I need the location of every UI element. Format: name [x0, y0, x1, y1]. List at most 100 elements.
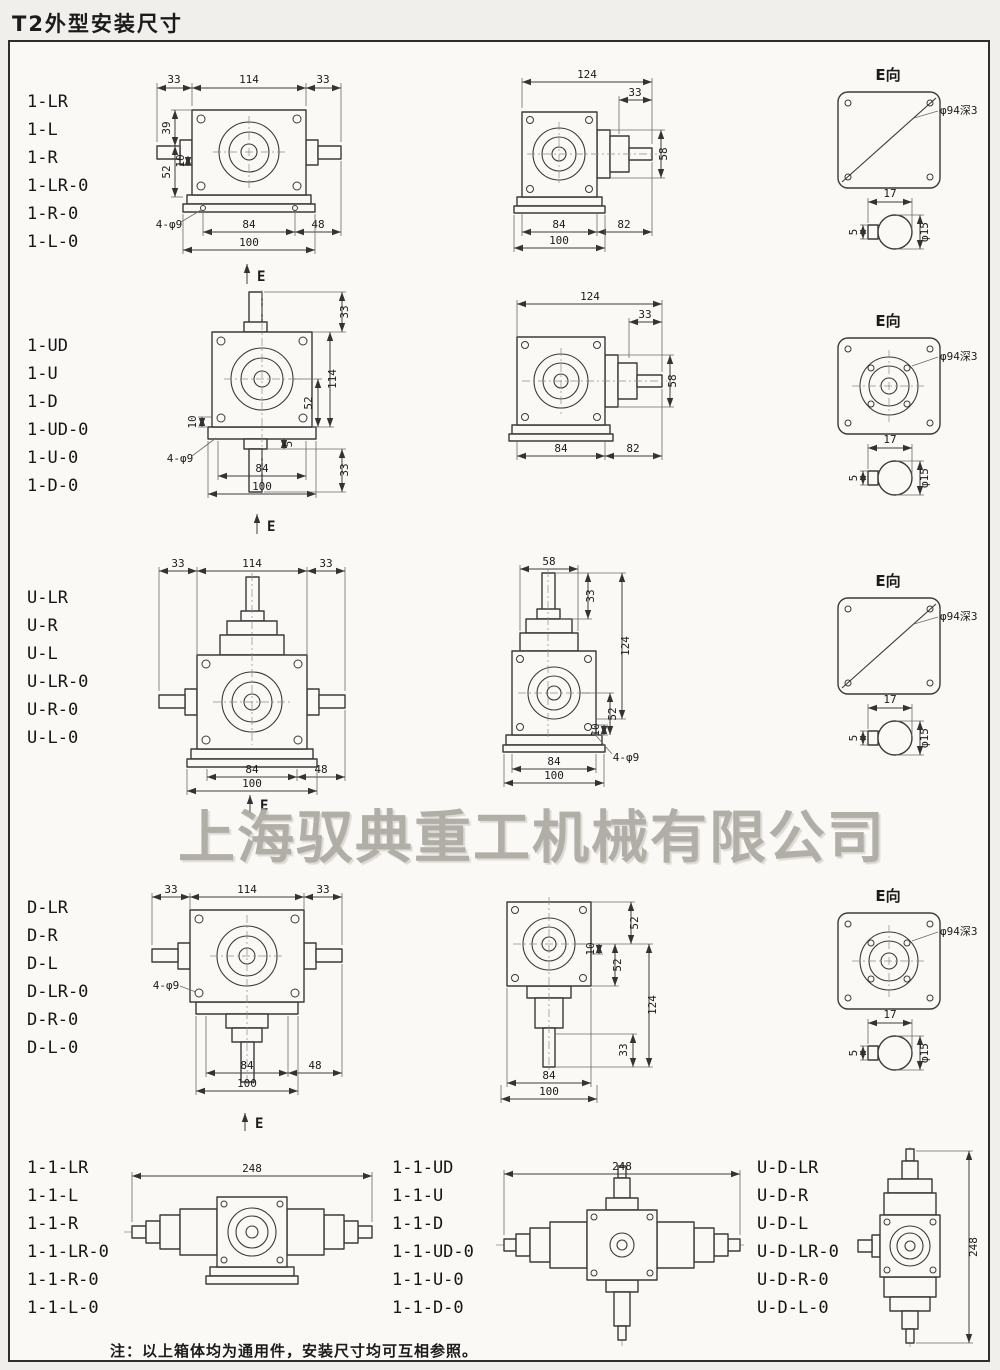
hole-callout: φ94深3	[913, 610, 978, 625]
hole-callout: φ94深3	[911, 350, 978, 367]
dim-label: 52	[160, 165, 173, 178]
dim-label: φ15	[918, 1043, 931, 1063]
row3-e-view-drawing: E向 φ94深3 17 5 φ15	[837, 572, 978, 756]
model-label: 1-R-0	[27, 204, 79, 224]
row5-group3-labels: U-D-LR U-D-R U-D-L U-D-LR-0 U-D-R-0 U-D-…	[757, 1154, 839, 1322]
model-label: U-R-0	[27, 700, 79, 720]
dim-lines: 124 33 58 84 82 100	[513, 68, 670, 252]
e-direction-arrow: E	[243, 264, 265, 285]
mounting-face	[837, 597, 941, 695]
row5-double-vertical-drawing: 248	[857, 1147, 980, 1347]
dim-lines-bottom: 84 100	[207, 441, 317, 498]
dim-label: 84	[547, 755, 561, 768]
e-view-title: E向	[875, 572, 900, 590]
gearbox-body	[513, 111, 657, 214]
gearbox-body	[857, 1147, 941, 1347]
row2-model-labels: 1-UD 1-U 1-D 1-UD-0 1-U-0 1-D-0	[27, 332, 88, 500]
model-label: 1-1-UD	[392, 1158, 454, 1178]
model-label: 1-D-0	[27, 476, 79, 496]
dim-label: 124	[580, 290, 600, 303]
gearbox-body	[124, 1196, 375, 1285]
gearbox-body	[496, 1162, 744, 1346]
dim-label: 33	[338, 463, 351, 476]
hole-label: φ94深3	[940, 610, 978, 623]
model-label: U-D-L-0	[757, 1298, 829, 1318]
dim-label: 84	[245, 763, 259, 776]
model-label: 1-LR	[27, 92, 68, 112]
hole-callout: 4-φ9	[156, 218, 183, 231]
dim-label: 5	[847, 1050, 860, 1057]
dim-label: 39	[160, 121, 173, 134]
dim-label: 5	[847, 229, 860, 236]
dim-lines-left: 10 4-φ9	[167, 415, 217, 465]
dim-lines: 248	[916, 1150, 980, 1344]
e-direction-arrow: E	[246, 795, 268, 814]
row3-front-view-drawing: 33 114 33 84 48 100 E	[158, 557, 346, 814]
model-label: U-R	[27, 616, 58, 636]
hole-label: φ94深3	[940, 925, 978, 938]
dim-label: φ15	[918, 728, 931, 748]
dim-label: 17	[883, 1008, 896, 1021]
dim-label: 100	[242, 777, 262, 790]
model-label: 1-1-L-0	[27, 1298, 99, 1318]
dim-label: 33	[316, 883, 329, 896]
model-label: 1-1-U-0	[392, 1270, 464, 1290]
dim-label: 33	[617, 1043, 630, 1056]
hole-callout: 4-φ9	[167, 452, 194, 465]
row2-e-view-drawing: E向 φ94深3 17 5 φ15	[837, 312, 978, 496]
dim-label: 10	[186, 415, 199, 428]
row5-group1-labels: 1-1-LR 1-1-L 1-1-R 1-1-LR-0 1-1-R-0 1-1-…	[27, 1154, 109, 1322]
dim-label: 33	[628, 86, 641, 99]
dim-label: 10	[589, 723, 602, 736]
model-label: U-D-R	[757, 1186, 809, 1206]
gearbox-body	[158, 573, 346, 768]
dim-label: 82	[617, 218, 630, 231]
row1-model-labels: 1-LR 1-L 1-R 1-LR-0 1-R-0 1-L-0	[27, 88, 88, 256]
model-label: 1-L-0	[27, 232, 79, 252]
model-label: D-L	[27, 954, 58, 974]
dim-label: 33	[319, 557, 332, 570]
model-label: 1-LR-0	[27, 176, 89, 196]
model-label: 1-1-L	[27, 1186, 79, 1206]
e-label: E	[260, 798, 268, 814]
gearbox-body	[508, 336, 667, 442]
watermark: 上海驭典重工机械有限公司	[178, 805, 886, 871]
dim-lines: 124 33 58 84 82	[516, 290, 679, 460]
hole-callout: φ94深3	[911, 925, 978, 942]
dim-label: 52	[606, 707, 619, 720]
dim-label: 17	[883, 187, 896, 200]
dim-lines: 52 10 52 124 33 84 100	[500, 901, 659, 1103]
model-label: U-D-R-0	[757, 1270, 829, 1290]
gearbox-body	[207, 290, 317, 494]
hole-callout: φ94深3	[913, 104, 978, 119]
row4-side-view-drawing: 52 10 52 124 33 84 100	[500, 897, 659, 1103]
model-label: D-R-0	[27, 1010, 79, 1030]
dim-label: 100	[239, 236, 259, 249]
model-label: U-LR	[27, 588, 68, 608]
dim-label: 5	[847, 475, 860, 482]
model-label: U-D-L	[757, 1214, 809, 1234]
dim-label: 100	[549, 234, 569, 247]
dim-label: 82	[626, 442, 639, 455]
dim-label: 114	[326, 369, 339, 389]
mounting-face	[837, 91, 941, 189]
row1-side-view-drawing: 124 33 58 84 82 100	[513, 68, 670, 252]
row4-model-labels: D-LR D-R D-L D-LR-0 D-R-0 D-L-0	[27, 894, 88, 1062]
e-view-title: E向	[875, 312, 900, 330]
dim-lines-left: 39 52 10	[160, 109, 192, 198]
dim-label: 100	[237, 1077, 257, 1090]
dim-label: 33	[338, 305, 351, 318]
dim-lines-top: 33 114 33	[151, 883, 343, 945]
shaft-end-detail: 17 5 φ15	[847, 693, 931, 756]
shaft-end-detail: 17 5 φ15	[847, 433, 931, 496]
model-label: U-L-0	[27, 728, 79, 748]
dim-lines-bottom: 4-φ9 84 48 100	[156, 161, 342, 254]
dim-label: 52	[611, 958, 624, 971]
dim-label: φ15	[918, 468, 931, 488]
dim-label: 84	[552, 218, 566, 231]
e-direction-arrow: E	[253, 514, 275, 535]
model-label: D-LR-0	[27, 982, 89, 1002]
dim-label: 58	[542, 555, 555, 568]
row5-cross-drawing: 248	[496, 1160, 744, 1346]
hole-label: φ94深3	[940, 350, 978, 363]
